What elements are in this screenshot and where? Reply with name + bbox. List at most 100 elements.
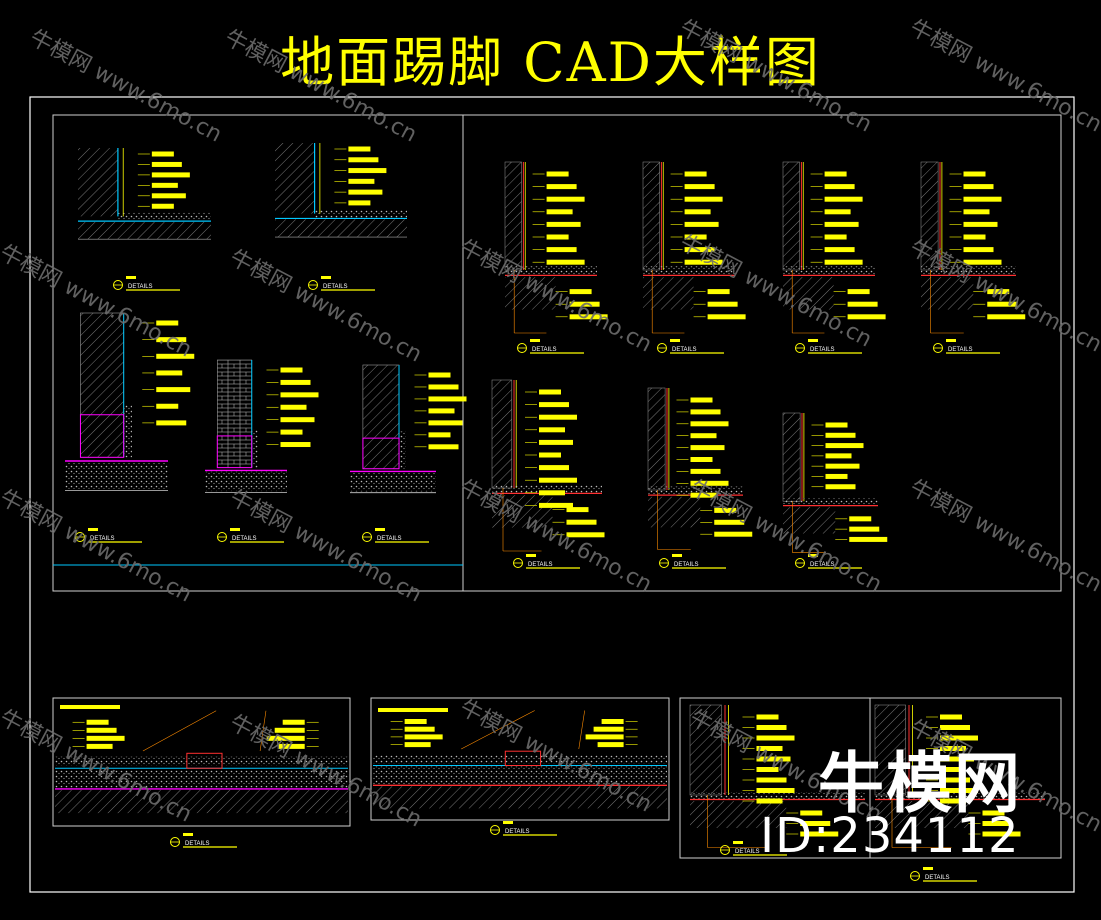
detail-label: DETAILS: [948, 347, 973, 353]
annotation-bar: [86, 727, 117, 733]
annotation-bar: [593, 726, 624, 732]
annotation-bar: [824, 221, 859, 227]
annotation-bar: [690, 421, 729, 427]
annotation-bar: [348, 200, 371, 206]
detail-label: DETAILS: [674, 562, 699, 568]
annotation-bar: [151, 203, 174, 209]
detail-section-8: DETAILS: [782, 161, 886, 354]
slab-hatch: [648, 496, 701, 528]
annotation-bar: [546, 184, 577, 190]
annotation-bar: [824, 184, 855, 190]
wall-hatch: [275, 143, 315, 214]
annotation-bar: [690, 445, 725, 451]
wall-hatch: [78, 148, 118, 217]
floor-base: [350, 472, 436, 492]
skirting-fill: [399, 431, 406, 469]
annotation-bar: [566, 532, 605, 538]
slab-hatch: [505, 277, 556, 310]
annotation-bar: [601, 719, 624, 724]
detail-section-4: DETAILS: [205, 359, 319, 543]
annotation-bar: [278, 743, 305, 749]
annotation-bar: [348, 168, 387, 174]
annotation-bar: [690, 433, 717, 439]
annotation-bar: [963, 221, 998, 227]
annotation-bar: [280, 392, 319, 398]
slab-hatch: [921, 277, 974, 310]
wall-section: [362, 364, 400, 470]
annotation-bar: [546, 171, 569, 177]
annotation-bar: [546, 247, 577, 253]
annotation-bar: [151, 151, 174, 157]
annotation-bar: [539, 477, 577, 483]
annotation-bar: [86, 719, 109, 725]
bottom-panel-1: [52, 697, 351, 827]
annotation-bar: [714, 507, 737, 513]
panel-heading-bar: [378, 708, 448, 712]
annotation-bar: [684, 196, 723, 202]
bottom-panel-2: [370, 697, 670, 821]
annotation-bar: [539, 502, 573, 508]
annotation-bar: [348, 178, 375, 184]
annotation-bar: [940, 798, 966, 804]
slab-hatch: [78, 222, 211, 240]
floor-screed: [505, 266, 597, 276]
annotation-bar: [86, 743, 113, 749]
annotation-bar: [824, 234, 847, 240]
wall-hatch: [642, 161, 660, 271]
drawing-title: 地面踢脚 CAD大样图: [280, 31, 821, 94]
wall-hatch: [647, 387, 666, 491]
annotation-bar: [684, 221, 719, 227]
wall-hatch: [782, 412, 801, 502]
detail-section-13: DETAILS: [55, 705, 348, 848]
detail-label: DETAILS: [323, 284, 348, 290]
annotation-bar: [151, 172, 190, 178]
annotation-bar: [546, 221, 581, 227]
annotation-bar: [824, 209, 851, 215]
annotation-bar: [274, 727, 305, 733]
annotation-bar: [714, 519, 745, 525]
annotation-bar: [825, 432, 856, 438]
annotation-bar: [156, 370, 183, 376]
slab-hatch: [373, 786, 667, 809]
annotation-bar: [156, 337, 187, 343]
annotation-bar: [714, 531, 753, 537]
annotation-bar: [684, 184, 715, 190]
floor-base: [205, 471, 287, 492]
detail-section-6: DETAILS: [504, 161, 608, 354]
detail-label: DETAILS: [377, 536, 402, 542]
detail-section-7: DETAILS: [642, 161, 746, 354]
detail-section-1: DETAILS: [78, 148, 211, 291]
annotation-bar: [566, 507, 589, 513]
annotation-bar: [280, 367, 303, 373]
detail-section-12: DETAILS: [782, 412, 888, 569]
annotation-bar: [690, 480, 729, 486]
panel-heading-bar: [60, 705, 120, 709]
annotation-bar: [800, 821, 831, 826]
floor-screed: [314, 209, 407, 218]
floor-screed: [117, 212, 211, 221]
annotation-bar: [428, 420, 463, 426]
annotation-bar: [684, 209, 711, 215]
annotation-bar: [982, 831, 1021, 837]
annotation-bar: [428, 444, 459, 450]
annotation-bar: [404, 742, 431, 748]
annotation-bar: [963, 184, 994, 190]
annotation-bar: [707, 289, 730, 295]
annotation-bar: [690, 409, 721, 415]
detail-label: DETAILS: [735, 849, 760, 855]
annotation-bar: [348, 157, 379, 163]
floor-screed: [492, 484, 602, 494]
annotation-bar: [151, 182, 178, 188]
wall-hatch: [491, 379, 513, 489]
annotation-bar: [982, 821, 1013, 826]
annotation-bar: [756, 767, 779, 772]
annotation-bar: [266, 735, 305, 741]
annotation-bar: [847, 314, 886, 320]
floor-screed: [690, 792, 865, 800]
annotation-bar: [963, 209, 990, 215]
annotation-bar: [404, 734, 443, 740]
detail-label: DETAILS: [672, 347, 697, 353]
detail-section-3: DETAILS: [65, 312, 195, 543]
threshold: [186, 752, 223, 769]
